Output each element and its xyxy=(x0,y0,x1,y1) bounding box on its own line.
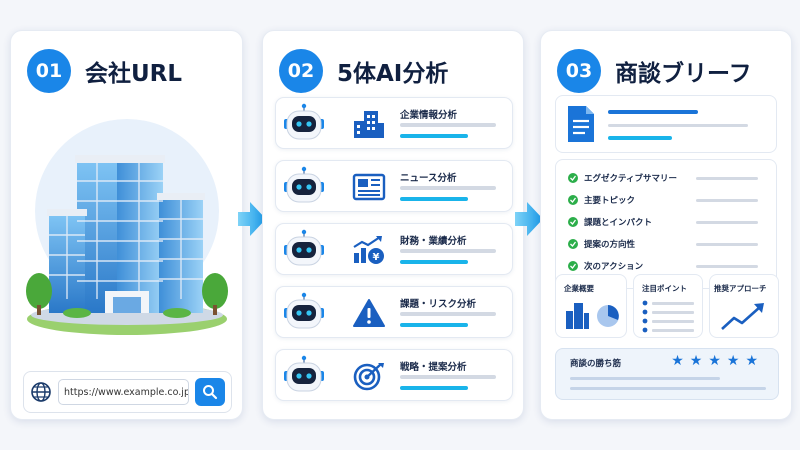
checklist-item: 主要トピック xyxy=(568,194,635,206)
analysis-label: 財務・業績分析 xyxy=(400,236,467,247)
placeholder-line xyxy=(570,377,720,380)
brief-card-company-overview: 企業概要 xyxy=(555,274,627,338)
analysis-row: 戦略・提案分析 xyxy=(275,349,513,401)
checklist-item: 次のアクション xyxy=(568,260,643,272)
document-icon xyxy=(568,106,594,142)
analysis-row: ¥ 財務・業績分析 xyxy=(275,223,513,275)
card-title: 企業概要 xyxy=(564,284,594,293)
step-panel-ai-analysis: 02 5体AI分析 企業情報分析 xyxy=(262,30,524,420)
checklist-item: エグゼクティブサマリー xyxy=(568,172,677,184)
analysis-row: 課題・リスク分析 xyxy=(275,286,513,338)
analysis-label: 課題・リスク分析 xyxy=(400,299,477,310)
progress-line xyxy=(400,197,468,201)
placeholder-line xyxy=(400,186,496,190)
company-chart-icon xyxy=(566,303,619,329)
step-panel-sales-brief: 03 商談ブリーフ エグゼクティブサマリー 主要トピック 課題とインパクト xyxy=(540,30,792,420)
placeholder-line xyxy=(696,177,758,180)
step-number-badge: 03 xyxy=(557,49,601,93)
svg-text:¥: ¥ xyxy=(373,252,380,263)
step-panel-company-url: 01 会社URL xyxy=(10,30,243,420)
analysis-row: ニュース分析 xyxy=(275,160,513,212)
placeholder-line xyxy=(400,249,496,253)
win-strategy-label: 商談の勝ち筋 xyxy=(570,359,622,369)
robot-icon xyxy=(284,166,324,203)
brief-document-card xyxy=(555,95,777,153)
win-strategy-card: 商談の勝ち筋 ★★★★★ xyxy=(555,348,779,400)
analysis-row: 企業情報分析 xyxy=(275,97,513,149)
step-number-badge: 02 xyxy=(279,49,323,93)
robot-icon xyxy=(284,229,324,266)
step-title: 商談ブリーフ xyxy=(615,61,752,87)
office-building-illustration xyxy=(26,119,228,335)
robot-icon xyxy=(284,292,324,329)
progress-line xyxy=(400,260,468,264)
search-icon xyxy=(203,385,218,400)
placeholder-line xyxy=(608,110,698,114)
analysis-label: 戦略・提案分析 xyxy=(400,362,467,373)
placeholder-line xyxy=(608,124,748,127)
globe-icon xyxy=(31,382,51,402)
warning-icon xyxy=(353,299,385,327)
target-icon xyxy=(353,363,384,391)
flow-arrow-icon xyxy=(515,202,543,236)
check-icon xyxy=(568,261,578,271)
analysis-label: ニュース分析 xyxy=(400,173,457,184)
placeholder-line xyxy=(400,312,496,316)
check-icon xyxy=(568,239,578,249)
brief-checklist: エグゼクティブサマリー 主要トピック 課題とインパクト 提案の方向性 次のアクシ… xyxy=(555,159,777,289)
placeholder-line xyxy=(696,243,758,246)
flow-arrow-icon xyxy=(238,202,266,236)
step-number-badge: 01 xyxy=(27,49,71,93)
placeholder-line xyxy=(608,136,672,140)
robot-icon xyxy=(284,355,324,392)
analysis-label: 企業情報分析 xyxy=(400,110,458,121)
brief-card-recommended-approach: 推奨アプローチ xyxy=(709,274,779,338)
trend-up-icon xyxy=(721,303,764,330)
star-rating: ★★★★★ xyxy=(671,353,764,369)
checklist-item: 提案の方向性 xyxy=(568,238,635,250)
placeholder-line xyxy=(400,375,496,379)
card-title: 推奨アプローチ xyxy=(714,284,767,293)
newspaper-icon xyxy=(352,173,386,201)
bullet-list-icon xyxy=(642,300,694,333)
placeholder-line xyxy=(696,199,758,202)
placeholder-line xyxy=(696,221,758,224)
placeholder-line xyxy=(696,265,758,268)
brief-card-key-points: 注目ポイント xyxy=(633,274,703,338)
step-title: 5体AI分析 xyxy=(337,61,449,87)
progress-line xyxy=(400,323,468,327)
finance-chart-icon: ¥ xyxy=(353,236,384,264)
progress-line xyxy=(400,134,468,138)
building-icon xyxy=(354,111,384,138)
placeholder-line xyxy=(570,387,766,390)
url-entry-bar: https://www.example.co.jp xyxy=(23,371,232,413)
step-title: 会社URL xyxy=(85,61,183,87)
check-icon xyxy=(568,217,578,227)
card-title: 注目ポイント xyxy=(642,284,687,293)
progress-line xyxy=(400,386,468,390)
placeholder-line xyxy=(400,123,496,127)
check-icon xyxy=(568,195,578,205)
check-icon xyxy=(568,173,578,183)
robot-icon xyxy=(284,103,324,140)
checklist-item: 課題とインパクト xyxy=(568,216,652,228)
url-input[interactable]: https://www.example.co.jp xyxy=(58,379,189,405)
search-button[interactable] xyxy=(195,378,225,406)
